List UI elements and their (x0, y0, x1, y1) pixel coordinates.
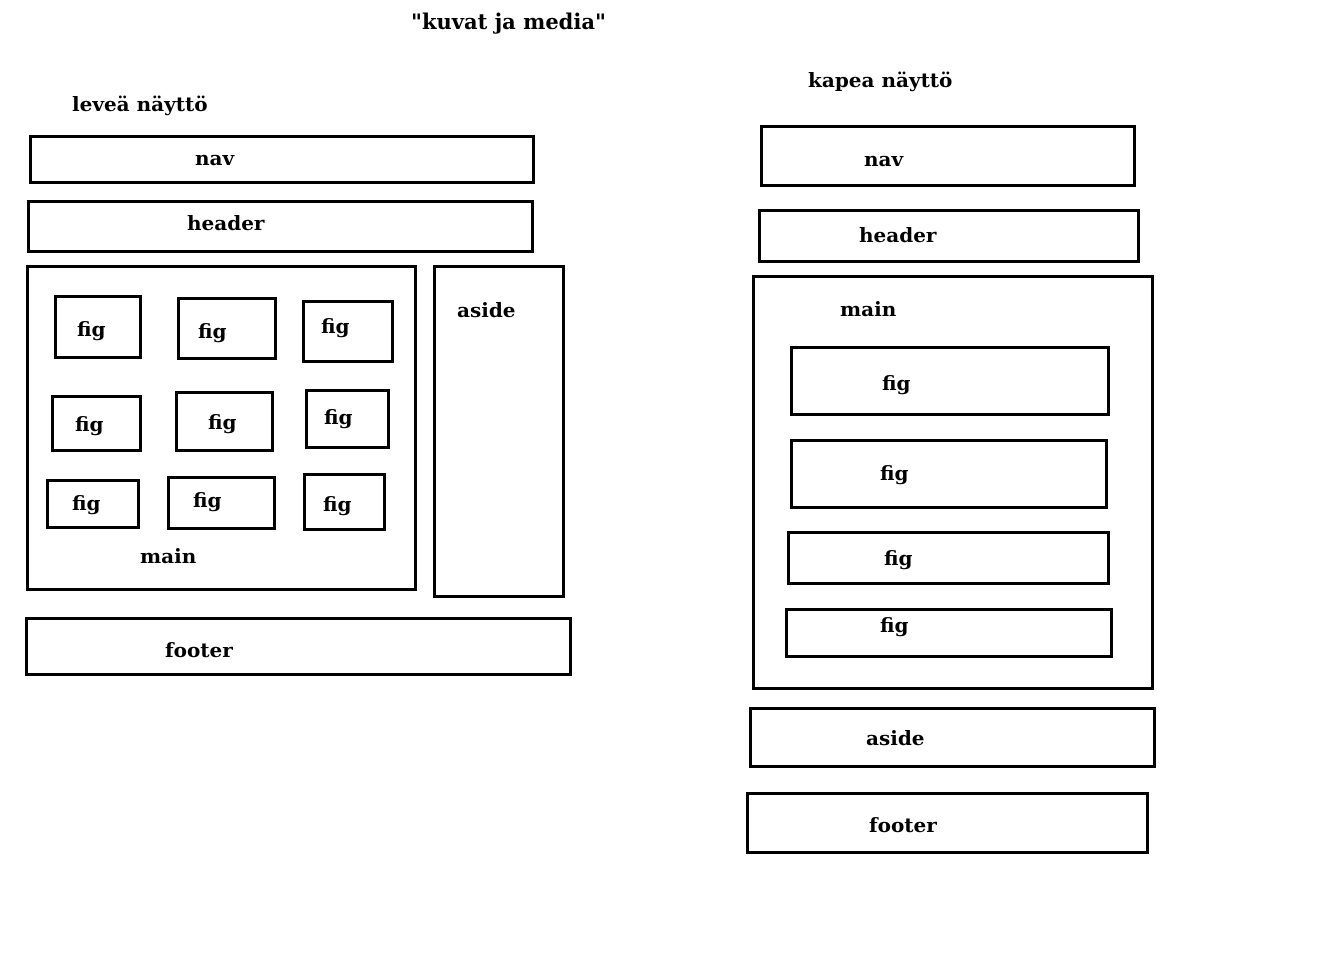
narrow-fig-box: fig (790, 439, 1108, 509)
wide-fig-label: fig (321, 314, 350, 338)
narrow-header-label: header (859, 223, 937, 247)
narrow-main-label: main (840, 297, 897, 321)
narrow-fig-label: fig (880, 613, 909, 637)
narrow-fig-label: fig (882, 371, 911, 395)
narrow-fig-box: fig (785, 608, 1113, 658)
wide-footer-label: footer (165, 638, 233, 662)
wide-fig-label: fig (75, 412, 104, 436)
wide-fig-label: fig (323, 492, 352, 516)
narrow-header-box: header (758, 209, 1140, 263)
narrow-aside-label: aside (866, 726, 925, 750)
wide-fig-label: fig (324, 405, 353, 429)
wide-fig-label: fig (77, 317, 106, 341)
wide-fig-box: fig (167, 476, 276, 530)
wide-fig-box: fig (177, 297, 277, 360)
narrow-footer-label: footer (869, 813, 937, 837)
wide-nav-label: nav (195, 146, 235, 170)
wide-fig-label: fig (193, 488, 222, 512)
narrow-main-box: main fig fig fig fig (752, 275, 1154, 690)
wide-fig-box: fig (175, 391, 274, 452)
wide-fig-box: fig (305, 389, 390, 449)
wide-fig-box: fig (54, 295, 142, 359)
narrow-fig-box: fig (790, 346, 1110, 416)
narrow-footer-box: footer (746, 792, 1149, 854)
wide-fig-box: fig (302, 300, 394, 363)
wide-aside-box: aside (433, 265, 565, 598)
wide-fig-box: fig (51, 395, 142, 452)
wide-aside-label: aside (457, 298, 516, 322)
wide-header-label: header (187, 211, 265, 235)
narrow-nav-box: nav (760, 125, 1136, 187)
narrow-fig-label: fig (884, 546, 913, 570)
wide-fig-label: fig (198, 319, 227, 343)
narrow-fig-label: fig (880, 461, 909, 485)
narrow-screen-label: kapea näyttö (808, 68, 953, 92)
narrow-fig-box: fig (787, 531, 1110, 585)
wide-footer-box: footer (25, 617, 572, 676)
wide-nav-box: nav (29, 135, 535, 184)
narrow-aside-box: aside (749, 707, 1156, 768)
wide-fig-box: fig (46, 479, 140, 529)
wide-main-label: main (140, 544, 197, 568)
narrow-nav-label: nav (864, 147, 904, 171)
wide-screen-label: leveä näyttö (72, 92, 208, 116)
wide-fig-label: fig (72, 491, 101, 515)
wide-main-box: fig fig fig fig fig fig fig fig fig main (26, 265, 417, 591)
wide-header-box: header (27, 200, 534, 253)
wide-fig-box: fig (303, 473, 386, 531)
wide-fig-label: fig (208, 410, 237, 434)
diagram-title: "kuvat ja media" (411, 9, 606, 34)
